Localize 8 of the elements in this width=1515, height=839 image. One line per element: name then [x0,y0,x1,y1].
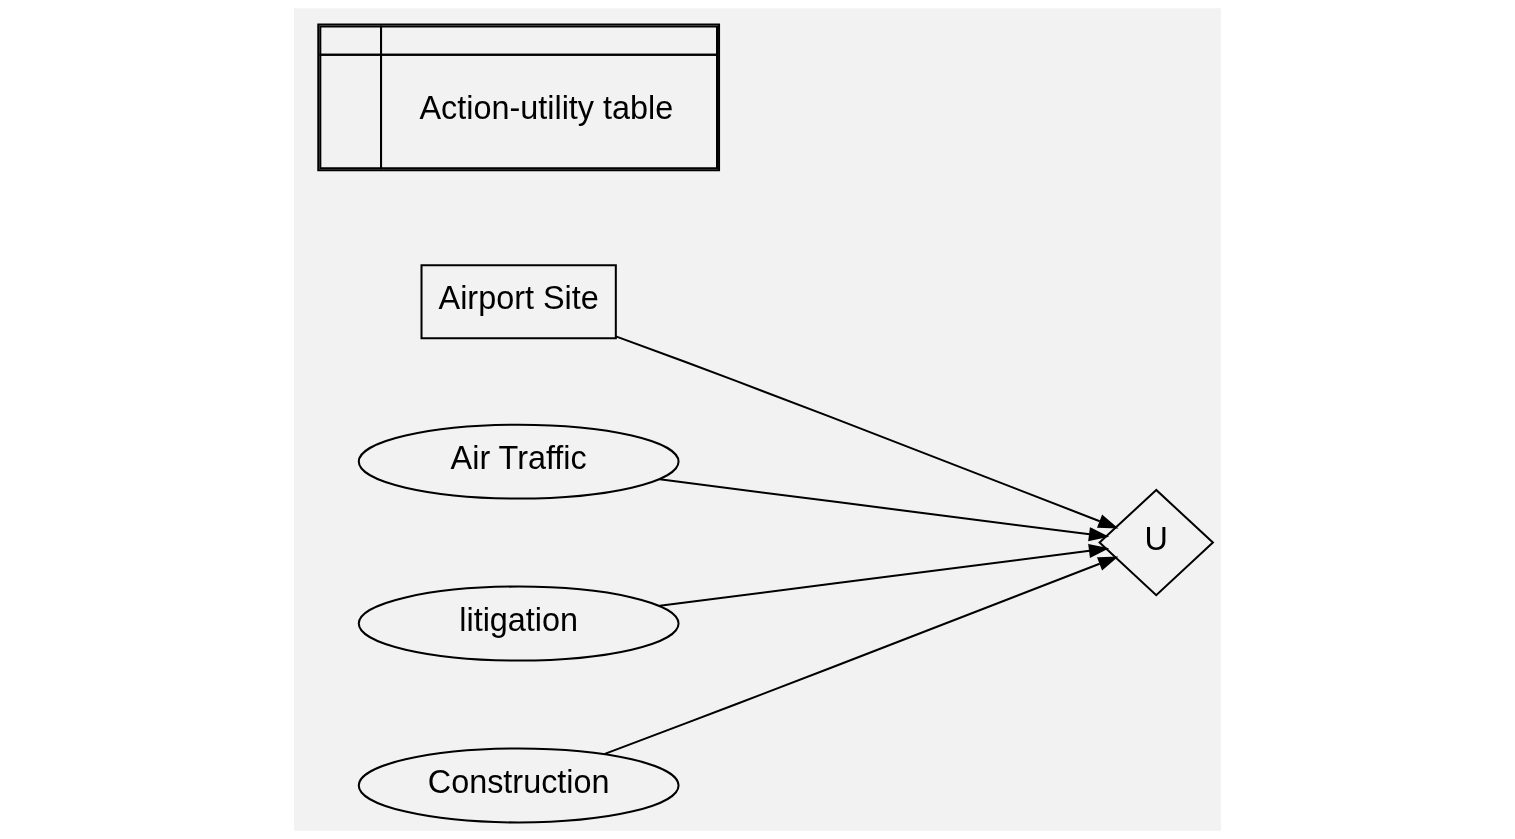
node-ellipse: Construction [357,747,680,824]
node-box: Airport Site [420,264,617,340]
arrow [659,478,1110,542]
arrow [659,543,1110,607]
node-ellipse: Air Traffic [357,423,680,500]
arrow [615,335,1119,529]
arrow [604,556,1119,755]
node-ellipse: litigation [357,585,680,662]
